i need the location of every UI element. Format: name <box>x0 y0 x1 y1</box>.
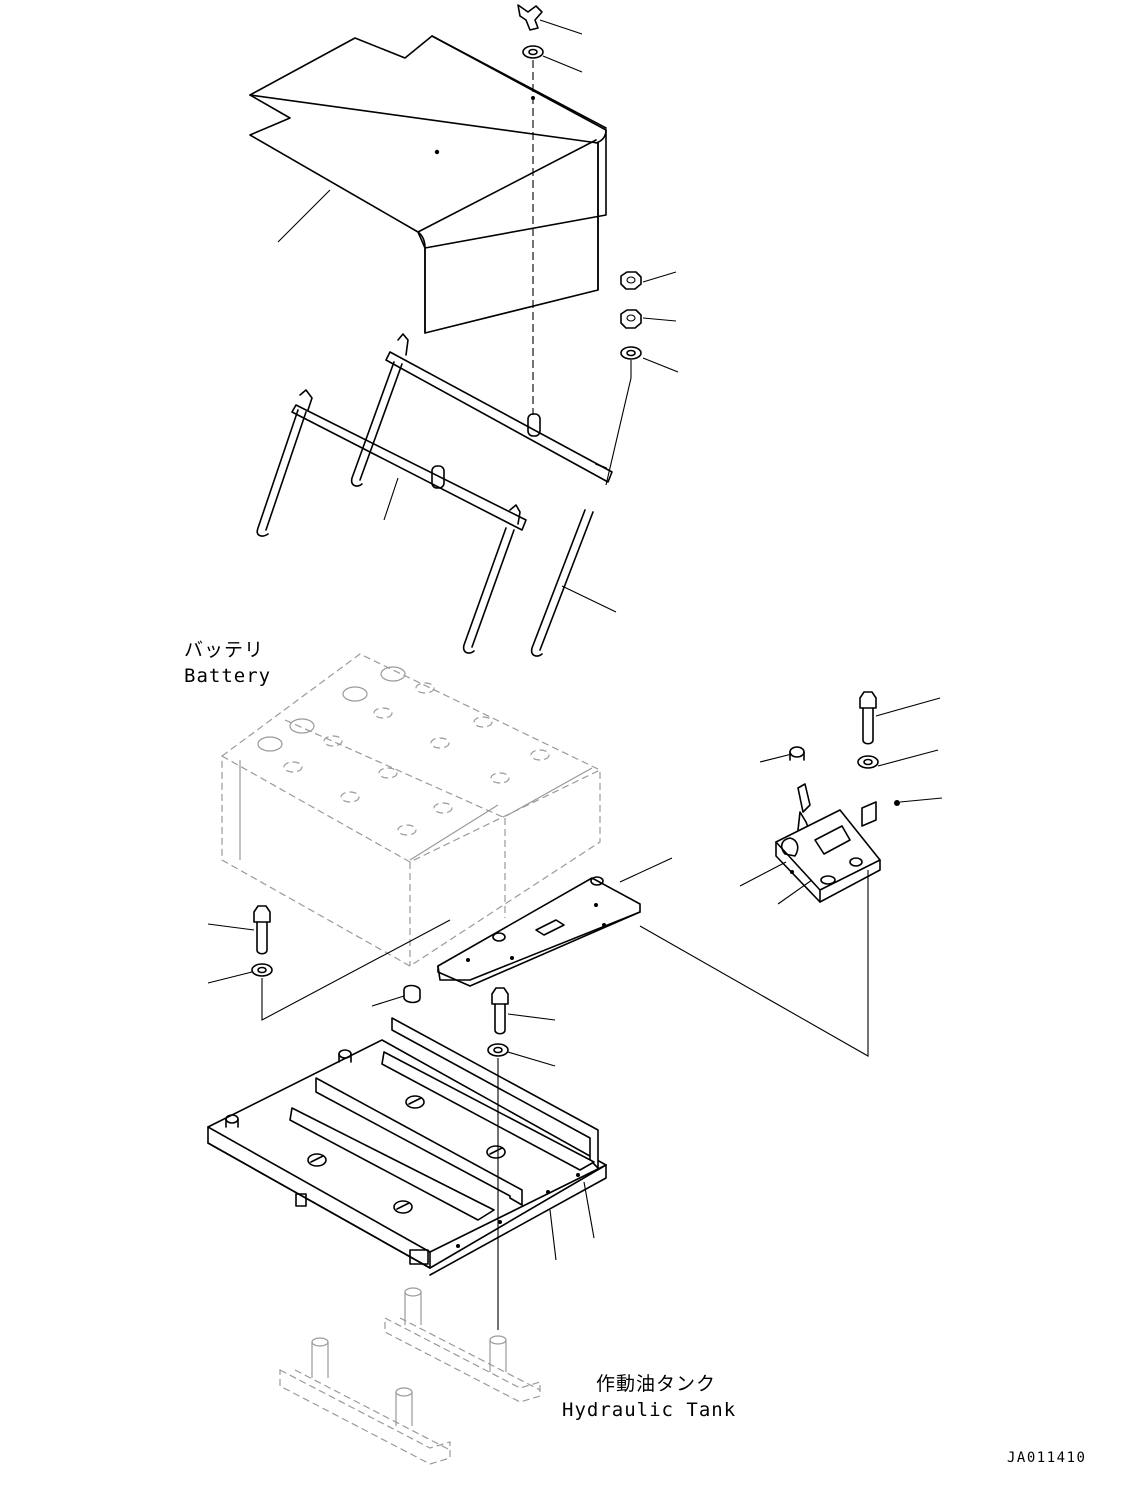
washer-right <box>620 346 642 360</box>
hold-down-bar-front <box>291 389 527 531</box>
battery-label-en: Battery <box>184 665 271 687</box>
battery-cover <box>249 35 607 334</box>
washer-left <box>251 963 273 977</box>
battery-label-jp: バッテリ <box>184 639 264 661</box>
rubber-bushing <box>403 984 421 1004</box>
hex-nut-2 <box>620 309 642 329</box>
switch-bracket <box>775 746 881 903</box>
bolt-left <box>253 905 271 955</box>
battery-ghost <box>221 653 601 967</box>
bolt-right <box>859 691 877 745</box>
tank-label-en: Hydraulic Tank <box>562 1399 736 1421</box>
tank-bracket-front <box>279 1337 451 1465</box>
washer-right-assembly <box>857 755 879 769</box>
drawing-code: JA011410 <box>1007 1450 1086 1466</box>
battery-tray <box>207 1017 607 1276</box>
washer-top <box>522 45 544 59</box>
hold-down-bar-rear <box>385 333 613 483</box>
rivet-dot <box>894 800 900 806</box>
tank-bracket-rear <box>384 1287 541 1403</box>
tank-label-jp: 作動油タンク <box>596 1373 716 1395</box>
wing-nut <box>517 4 543 31</box>
mount-plate <box>437 876 641 987</box>
bolt-center <box>491 987 509 1035</box>
washer-center <box>487 1043 509 1057</box>
hex-nut-1 <box>620 271 642 290</box>
j-rods <box>256 361 594 657</box>
